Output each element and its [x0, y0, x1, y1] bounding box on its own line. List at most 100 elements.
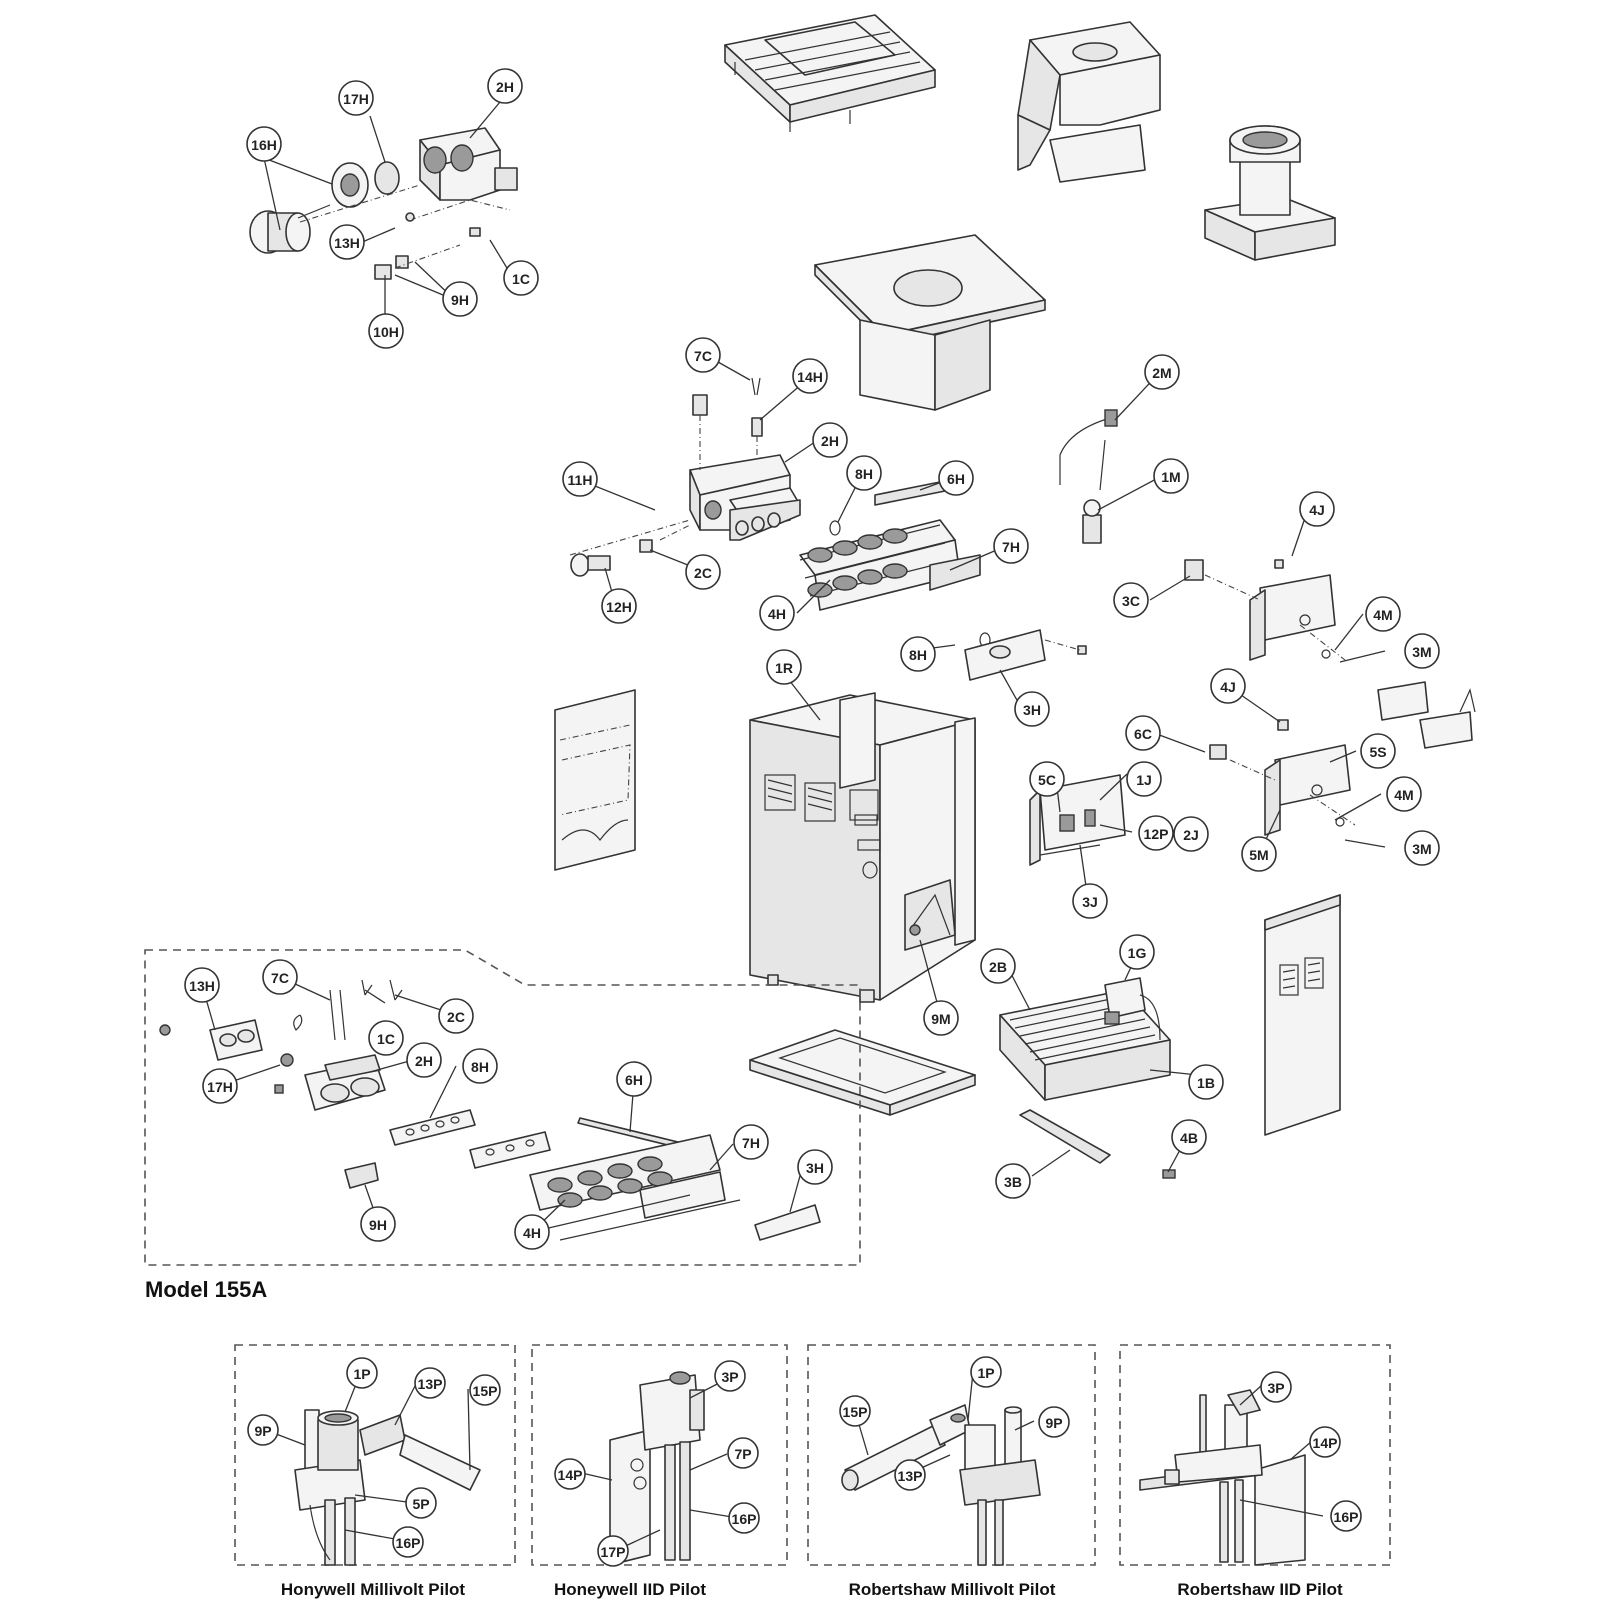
model-155a-panel: [144, 949, 861, 1266]
callout-circle: [980, 948, 1016, 984]
callout-c-6c: 6C: [1125, 715, 1161, 751]
callout-c-7h-mid: 7H: [993, 528, 1029, 564]
callout-p2-17p: 17P: [597, 1535, 629, 1567]
callout-label: 1J: [1136, 772, 1152, 788]
callout-circle: [392, 1526, 424, 1558]
vent-stack: [1204, 125, 1336, 261]
callout-c-4j-b: 4J: [1210, 668, 1246, 704]
callout-p1-9p: 9P: [247, 1414, 279, 1446]
callout-label: 16P: [396, 1535, 421, 1551]
callout-c-7c-155: 7C: [262, 959, 298, 995]
callout-label: 13H: [189, 978, 215, 994]
callout-circle: [597, 1535, 629, 1567]
callout-circle: [1260, 1371, 1292, 1403]
callout-circle: [797, 1149, 833, 1185]
caption-honeywell-iid: Honeywell IID Pilot: [554, 1580, 706, 1599]
callout-p4-16p: 16P: [1330, 1500, 1362, 1532]
pilot-box-2: [531, 1344, 788, 1566]
callout-circle: [514, 1214, 550, 1250]
callout-label: 7C: [271, 970, 289, 986]
callout-circle: [1309, 1426, 1341, 1458]
callout-label: 16P: [732, 1511, 757, 1527]
callout-circle: [1171, 1119, 1207, 1155]
callout-label: 14P: [1313, 1435, 1338, 1451]
callout-label: 7H: [1002, 539, 1020, 555]
callout-label: 2C: [694, 565, 712, 581]
callout-label: 11H: [568, 472, 593, 488]
callout-circle: [1072, 883, 1108, 919]
top-grille-cover: [724, 14, 936, 132]
callout-c-1b: 1B: [1188, 1064, 1224, 1100]
callout-circle: [1119, 934, 1155, 970]
burner-tubes-mid: [799, 477, 1087, 681]
callout-label: 12P: [1144, 826, 1169, 842]
callout-circle: [714, 1360, 746, 1392]
callout-c-4b: 4B: [1171, 1119, 1207, 1155]
callout-circle: [792, 358, 828, 394]
callout-c-1m: 1M: [1153, 458, 1189, 494]
callout-label: 13H: [334, 235, 360, 251]
callout-label: 3H: [1023, 702, 1041, 718]
front-door: [1264, 894, 1341, 1136]
callout-c-2h-top: 2H: [487, 68, 523, 104]
callout-p2-7p: 7P: [727, 1437, 759, 1469]
controls-right: [1059, 409, 1476, 836]
callout-c-8h-mid-a: 8H: [846, 455, 882, 491]
callout-p4-14p: 14P: [1309, 1426, 1341, 1458]
callout-label: 3P: [721, 1369, 738, 1385]
callout-c-9h-top: 9H: [442, 281, 478, 317]
callout-p2-16p: 16P: [728, 1502, 760, 1534]
callout-circle: [184, 967, 220, 1003]
callout-p2-14p: 14P: [554, 1458, 586, 1490]
callout-label: 2H: [821, 433, 839, 449]
callout-circle: [1126, 761, 1162, 797]
callout-c-16h-top: 16H: [246, 126, 282, 162]
callout-label: 2J: [1183, 827, 1199, 843]
callout-circle: [1241, 836, 1277, 872]
callout-circle: [487, 68, 523, 104]
callout-circle: [329, 224, 365, 260]
callout-c-2h-155: 2H: [406, 1042, 442, 1078]
callout-c-5s: 5S: [1360, 733, 1396, 769]
callout-c-14h-mid: 14H: [792, 358, 828, 394]
callout-c-2h-mid: 2H: [812, 422, 848, 458]
callout-label: 17H: [207, 1079, 233, 1095]
callout-c-12h: 12H: [601, 588, 637, 624]
callout-label: 4J: [1220, 679, 1236, 695]
callout-label: 15P: [843, 1404, 868, 1420]
callout-c-11h: 11H: [562, 461, 598, 497]
callout-circle: [1365, 596, 1401, 632]
callout-label: 6H: [947, 471, 965, 487]
callout-label: 13P: [898, 1468, 923, 1484]
callout-label: 2H: [496, 79, 514, 95]
callout-c-3h-155: 3H: [797, 1149, 833, 1185]
callout-p1-13p: 13P: [414, 1367, 446, 1399]
callout-circle: [442, 281, 478, 317]
callout-circle: [900, 636, 936, 672]
callout-label: 17P: [601, 1544, 626, 1560]
callout-c-9h-155: 9H: [360, 1206, 396, 1242]
callout-label: 5C: [1038, 772, 1056, 788]
callout-label: 4H: [523, 1225, 541, 1241]
callout-label: 14H: [797, 369, 823, 385]
callout-label: 5M: [1249, 847, 1268, 863]
callout-label: 1R: [775, 660, 793, 676]
callout-label: 6C: [1134, 726, 1152, 742]
callout-circle: [368, 1020, 404, 1056]
callout-c-6h-mid: 6H: [938, 460, 974, 496]
callout-circle: [469, 1374, 501, 1406]
header-assembly-top: [249, 127, 518, 280]
model-label: Model 155A: [145, 1277, 267, 1302]
callout-circle: [766, 649, 802, 685]
callout-c-8h-mid-b: 8H: [900, 636, 936, 672]
pilot-box-3: [807, 1344, 1096, 1566]
callout-label: 6H: [625, 1072, 643, 1088]
callout-circle: [1188, 1064, 1224, 1100]
junction-box: [1029, 774, 1126, 866]
callout-circle: [414, 1367, 446, 1399]
callout-label: 8H: [471, 1059, 489, 1075]
callout-label: 1C: [512, 271, 530, 287]
callout-label: 10H: [373, 324, 399, 340]
callout-label: 17H: [343, 91, 369, 107]
callout-c-2j: 2J: [1173, 816, 1209, 852]
